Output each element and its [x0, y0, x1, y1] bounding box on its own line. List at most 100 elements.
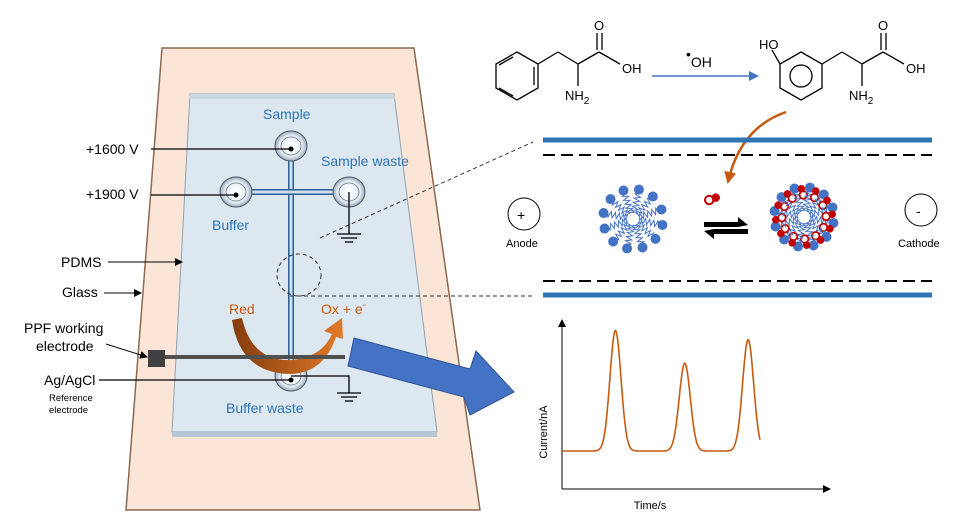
- tyrosine-structure: [771, 33, 905, 101]
- surfactant-head: [808, 240, 819, 251]
- surfactant-tail: [810, 204, 831, 219]
- voltage-1900-dot: [233, 192, 239, 198]
- surfactant-tail: [782, 196, 802, 216]
- bound-analyte: [799, 234, 811, 250]
- pdms-label: PDMS: [61, 254, 101, 270]
- ppf-electrode-pad: [148, 350, 165, 367]
- surfactant-tail: [808, 214, 831, 226]
- product-curved-arrow: [724, 110, 787, 184]
- pdms-chip-edge: [172, 432, 437, 437]
- surfactant-tail: [791, 190, 806, 211]
- phenylalanine-structure: [495, 33, 621, 101]
- ox-label: Ox + e-: [321, 300, 366, 317]
- surfactant-head: [633, 184, 644, 195]
- tyr-carbonyl-o: O: [878, 18, 888, 33]
- sample-label: Sample: [263, 106, 311, 122]
- surfactant-head: [622, 243, 633, 254]
- surfactant-head: [608, 236, 619, 247]
- empty-micelle: [598, 184, 668, 254]
- free-analyte: [703, 193, 720, 206]
- glass-label: Glass: [62, 284, 98, 300]
- electropherogram: Current/nA Time/s: [538, 319, 831, 512]
- reference-label-line1: Reference: [49, 393, 93, 404]
- reference-dot: [288, 377, 294, 383]
- pdms-chip-top: [189, 94, 395, 99]
- surfactant-tail: [639, 206, 660, 221]
- surfactant-tail: [777, 208, 800, 220]
- surfactant-head: [647, 191, 658, 202]
- phe-hydroxyl-label: OH: [622, 61, 642, 76]
- surfactant-head: [656, 204, 667, 215]
- buffer-waste-label: Buffer waste: [226, 400, 304, 416]
- x-axis-label: Time/s: [634, 500, 667, 512]
- surfactant-tail: [777, 215, 798, 230]
- surfactant-head: [770, 221, 781, 232]
- cathode-symbol: -: [916, 203, 921, 219]
- surfactant-tail: [783, 219, 803, 239]
- reservoir-sample: [274, 130, 308, 162]
- anode-circle: [507, 197, 541, 231]
- zoom-line-top: [319, 141, 534, 239]
- bound-analyte: [810, 231, 825, 244]
- surfactant-tail: [806, 218, 826, 238]
- voltage-1600-label: +1600 V: [86, 141, 139, 157]
- redox-arrow: [232, 318, 343, 374]
- surfactant-head: [637, 242, 648, 253]
- surfactant-tail: [606, 217, 627, 232]
- bound-analyte: [771, 212, 787, 224]
- loaded-micelle: [769, 182, 839, 252]
- surfactant-tail: [802, 223, 817, 244]
- surfactant-tail: [795, 221, 807, 244]
- surfactant-tail: [606, 210, 629, 222]
- hydroxyl-radical-label: •OH: [686, 46, 712, 70]
- ground-sample-waste: [337, 192, 361, 243]
- buffer-label: Buffer: [212, 217, 249, 233]
- surfactant-head: [598, 208, 609, 219]
- surfactant-tail: [637, 216, 660, 228]
- anode-symbol: +: [517, 207, 525, 223]
- surfactant-tail: [634, 197, 654, 217]
- ppf-arrow: [105, 343, 148, 359]
- current-trace: [562, 329, 761, 452]
- detection-zoom-circle: [276, 253, 322, 297]
- surfactant-head: [618, 185, 629, 196]
- ppf-label-line2: electrode: [36, 338, 94, 354]
- surfactant-tail: [631, 225, 646, 246]
- surfactant-head: [599, 223, 610, 234]
- bound-analyte: [818, 196, 831, 211]
- bound-analyte: [797, 184, 809, 200]
- tyr-hydroxy-label: HO: [759, 37, 779, 52]
- voltage-1600-dot: [288, 146, 294, 152]
- bound-analyte: [777, 223, 790, 238]
- cathode-label: Cathode: [898, 238, 940, 250]
- phe-carbonyl-o: O: [594, 18, 604, 33]
- surfactant-tail: [611, 198, 631, 218]
- bound-analyte: [818, 222, 834, 233]
- surfactant-tail: [635, 220, 655, 240]
- surfactant-tail: [630, 192, 642, 215]
- anode-label: Anode: [506, 238, 538, 250]
- surfactant-head: [657, 219, 668, 230]
- voltage-1900-label: +1900 V: [86, 186, 139, 202]
- cathode-circle: [904, 193, 938, 227]
- surfactant-head: [827, 202, 838, 213]
- surfactant-head: [789, 183, 800, 194]
- agcl-label: Ag/AgCl: [44, 372, 95, 388]
- ppf-label-line1: PPF working: [24, 320, 103, 336]
- detection-output-arrow: [347, 337, 515, 416]
- bound-analyte: [821, 210, 837, 222]
- equilibrium-arrows: [704, 217, 748, 239]
- sample-waste-label: Sample waste: [321, 153, 409, 169]
- reference-label-line2: electrode: [49, 405, 88, 416]
- tyr-hydroxyl-label: OH: [906, 61, 926, 76]
- tyr-amine-label: NH2: [849, 88, 874, 107]
- surfactant-tail: [620, 192, 635, 213]
- phe-amine-label: NH2: [565, 88, 590, 107]
- reservoir-buffer: [219, 176, 253, 208]
- surfactant-tail: [805, 195, 825, 215]
- red-label: Red: [229, 301, 255, 317]
- surfactant-tail: [624, 223, 636, 246]
- surfactant-head: [650, 233, 661, 244]
- ground-buffer-waste: [291, 375, 361, 402]
